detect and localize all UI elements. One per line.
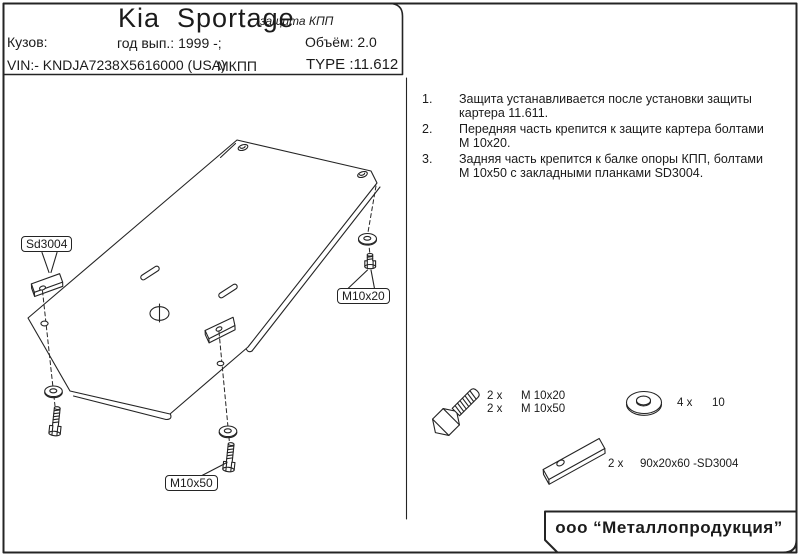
label-sd3004: Sd3004: [21, 236, 73, 252]
hex-bolt-icon: [427, 383, 485, 441]
label-m10x20: M10x20: [337, 288, 390, 304]
page-border: [4, 4, 797, 553]
washer: [359, 234, 377, 246]
plate-hole: [217, 361, 224, 365]
parts-legend-icons: [427, 383, 661, 485]
backing-plate-rear: [205, 317, 235, 343]
bolt-m10x50: [223, 442, 237, 472]
plate-outline: [28, 140, 377, 414]
page-subtitle: -защита КПП: [256, 14, 334, 28]
company-stamp-box: [545, 512, 797, 553]
note-number: 3.: [422, 152, 433, 166]
bolt-qty-1: 2 x: [487, 390, 503, 402]
bolt-m10x50: [49, 406, 63, 436]
washer-size: 10: [712, 397, 725, 409]
plate-hole: [41, 321, 48, 326]
label-m10x50: M10x50: [165, 475, 218, 491]
slot-hole: [218, 283, 238, 299]
washer: [219, 426, 237, 438]
year-value: год вып.: 1999 -;: [117, 35, 222, 51]
company-name: ооо “Металлопродукция”: [555, 518, 783, 537]
engine-volume: Объём: 2.0: [305, 34, 377, 50]
plate-right-edge: [252, 187, 380, 351]
page-title: Kia Sportage: [118, 3, 295, 33]
slot-hole: [140, 265, 160, 281]
note-item: 2. Передняя часть крепится к защите карт…: [422, 122, 794, 150]
note-item: 1. Защита устанавливается после установк…: [422, 92, 794, 120]
bolt-size-2: М 10х50: [521, 403, 566, 415]
note-text: Защита устанавливается после установки з…: [459, 92, 752, 120]
backing-plate-icon: [543, 439, 605, 485]
type-number: TYPE :11.612: [306, 56, 399, 73]
leader-line: [348, 270, 375, 289]
installation-notes: 1. Защита устанавливается после установк…: [422, 92, 794, 183]
bolt-qty-2: 2 x: [487, 403, 503, 415]
plate-bottom-lip: [74, 396, 167, 420]
bolt-size-1: М 10х20: [521, 390, 566, 402]
note-text: Передняя часть крепится к защите картера…: [459, 122, 764, 150]
plank-size: 90x20x60 -SD3004: [640, 458, 739, 470]
plank-qty: 2 x: [608, 458, 624, 470]
corner-hole: [237, 143, 248, 151]
note-number: 2.: [422, 122, 433, 136]
skid-plate-drawing: [28, 140, 380, 476]
washer-qty: 4 x: [677, 397, 693, 409]
washer: [45, 386, 63, 398]
note-item: 3. Задняя часть крепится к балке опоры К…: [422, 152, 794, 180]
bolt-m10x20: [365, 254, 376, 269]
body-label: Кузов:: [7, 34, 48, 50]
alignment-line: [43, 291, 56, 406]
header-box-outline: [4, 4, 403, 75]
vin-value: VIN:- KNDJA7238X5616000 (USA): [7, 57, 226, 73]
note-number: 1.: [422, 92, 433, 106]
leader-line: [42, 253, 57, 273]
gearbox-value: МКПП: [217, 58, 257, 74]
alignment-line: [219, 332, 230, 443]
note-text: Задняя часть крепится к балке опоры КПП,…: [459, 152, 763, 180]
center-hole: [150, 304, 169, 322]
leader-line: [202, 463, 227, 476]
backing-plate-left: [31, 274, 62, 297]
corner-hole: [357, 170, 368, 178]
flat-washer-icon: [627, 392, 662, 416]
